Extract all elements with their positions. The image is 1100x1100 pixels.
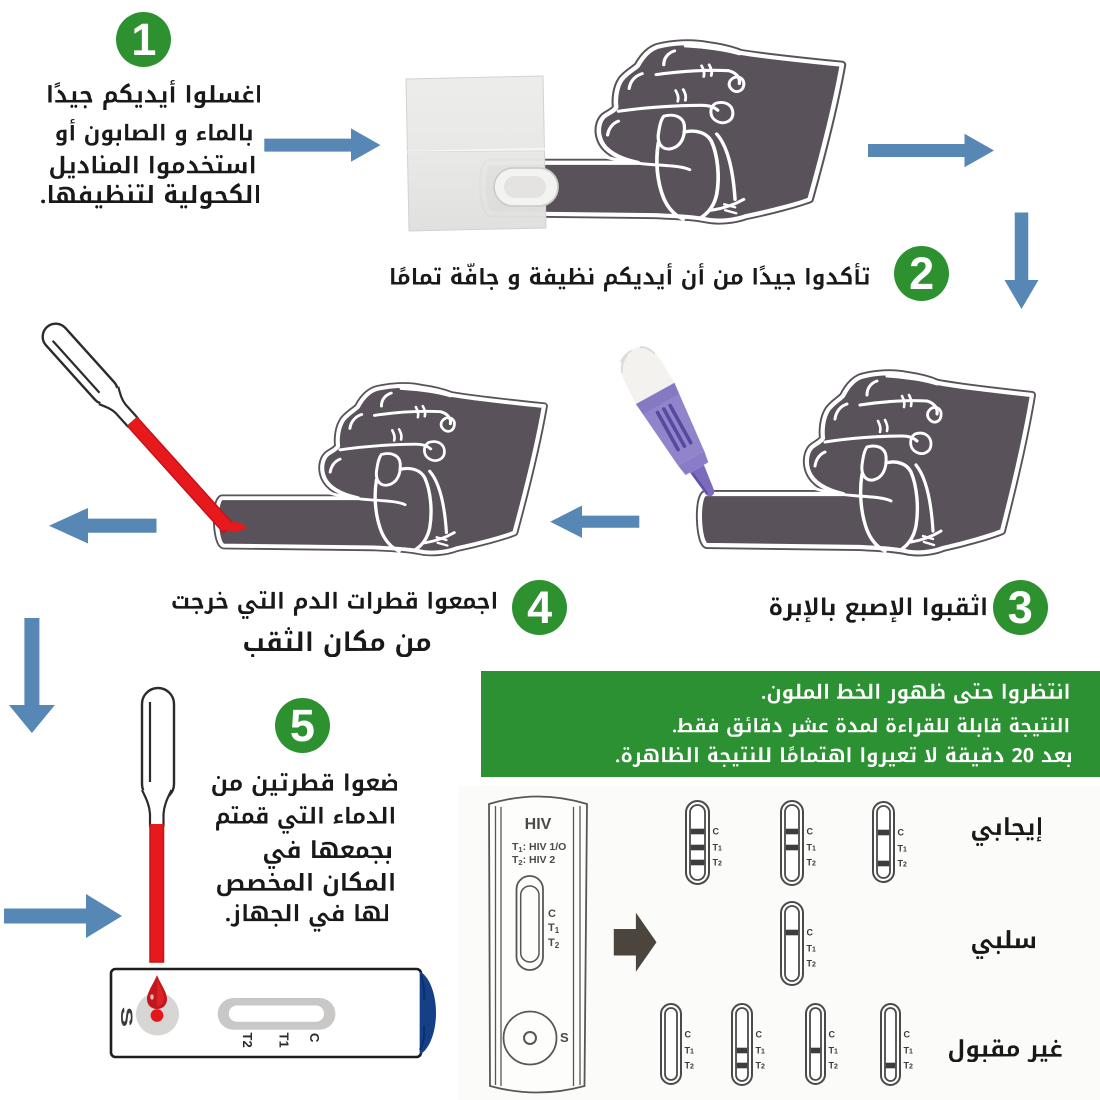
svg-text:C: C	[807, 928, 814, 938]
svg-text:T1: T1	[807, 843, 817, 853]
svg-text:C: C	[898, 828, 905, 838]
svg-text:T2: T2	[685, 1061, 695, 1071]
svg-text:T1: T1	[685, 1046, 695, 1056]
svg-text:T2: T2	[898, 859, 908, 869]
svg-text:T1: T1	[277, 1033, 292, 1048]
svg-text:C: C	[807, 827, 814, 837]
svg-text:C: C	[713, 827, 720, 837]
svg-text:T2: T2	[904, 1061, 914, 1071]
svg-text:T1: T1	[904, 1046, 914, 1056]
svg-text:T1: T1	[829, 1046, 839, 1056]
svg-text:T2: T2	[829, 1061, 839, 1071]
svg-text:T1: T1	[713, 843, 723, 853]
svg-text:T2: T2	[807, 959, 817, 969]
svg-text:T2: T2	[548, 937, 560, 950]
svg-text:C: C	[829, 1030, 836, 1040]
svg-text:T1: T1	[756, 1046, 766, 1056]
svg-text:C: C	[685, 1030, 692, 1040]
svg-text:C: C	[548, 908, 556, 920]
svg-text:T2: HIV 2: T2: HIV 2	[512, 854, 555, 867]
svg-text:S: S	[560, 1030, 569, 1045]
svg-text:S: S	[117, 1007, 136, 1027]
svg-text:C: C	[904, 1030, 911, 1040]
svg-text:T1: HIV 1/O: T1: HIV 1/O	[512, 841, 566, 854]
svg-text:HIV: HIV	[525, 816, 552, 833]
svg-text:C: C	[307, 1033, 322, 1043]
svg-text:T2: T2	[807, 858, 817, 868]
svg-text:C: C	[756, 1030, 763, 1040]
svg-text:T1: T1	[807, 944, 817, 954]
svg-text:T1: T1	[548, 922, 560, 935]
svg-text:T2: T2	[240, 1033, 255, 1048]
svg-text:T2: T2	[756, 1061, 766, 1071]
svg-text:T2: T2	[713, 858, 723, 868]
svg-text:T1: T1	[898, 844, 908, 854]
